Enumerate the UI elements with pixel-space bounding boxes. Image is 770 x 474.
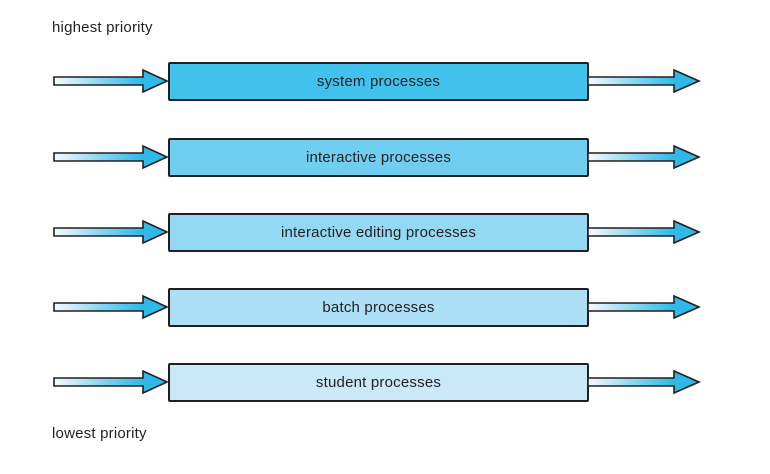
flow-arrow-left-icon: [53, 369, 169, 395]
queue-box-interactive-editing-processes: interactive editing processes: [168, 213, 589, 252]
highest-priority-label: highest priority: [52, 19, 153, 36]
queue-box-batch-processes: batch processes: [168, 288, 589, 327]
queue-box-interactive-processes: interactive processes: [168, 138, 589, 177]
queue-row: interactive editing processes: [0, 213, 770, 252]
queue-row: interactive processes: [0, 138, 770, 177]
queue-row: batch processes: [0, 288, 770, 327]
queue-row: student processes: [0, 363, 770, 402]
flow-arrow-left-icon: [53, 144, 169, 170]
flow-arrow-right-icon: [588, 219, 701, 245]
queue-box-system-processes: system processes: [168, 62, 589, 101]
lowest-priority-label: lowest priority: [52, 425, 147, 442]
flow-arrow-left-icon: [53, 294, 169, 320]
flow-arrow-left-icon: [53, 219, 169, 245]
flow-arrow-right-icon: [588, 68, 701, 94]
flow-arrow-right-icon: [588, 294, 701, 320]
queue-box-student-processes: student processes: [168, 363, 589, 402]
flow-arrow-left-icon: [53, 68, 169, 94]
queue-row: system processes: [0, 62, 770, 101]
flow-arrow-right-icon: [588, 144, 701, 170]
flow-arrow-right-icon: [588, 369, 701, 395]
